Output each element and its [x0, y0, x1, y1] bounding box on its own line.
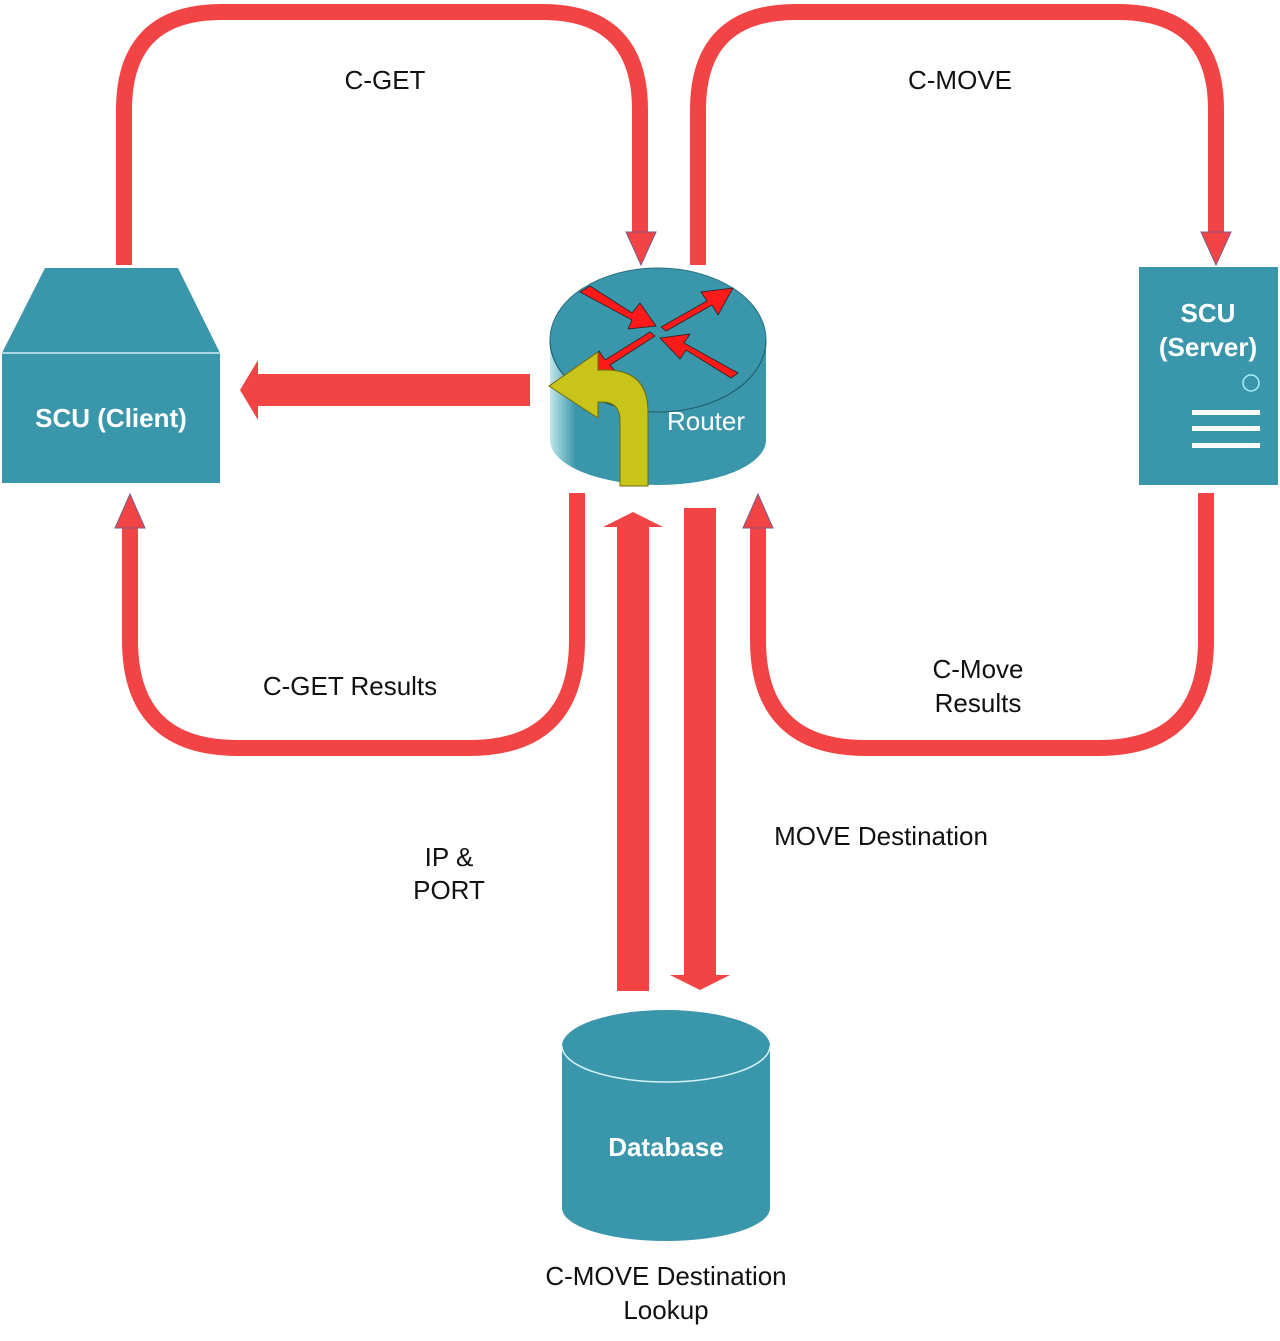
router-arrow-out-topright	[660, 287, 734, 332]
database-node[interactable]: Database	[561, 1010, 771, 1241]
c-move-flow-arrow	[690, 4, 1232, 267]
c-move-results-label-line2: Results	[935, 688, 1022, 718]
server-label-line1: SCU	[1181, 298, 1236, 328]
server-vent-lines-icon	[1192, 410, 1260, 448]
database-label: Database	[608, 1132, 724, 1162]
c-get-flow-arrow	[116, 4, 657, 267]
router-arrow-in-topleft	[579, 285, 657, 330]
database-caption-line1: C-MOVE Destination	[545, 1261, 786, 1291]
router-arrow-in-bottomright	[659, 333, 739, 379]
ip-port-flow-arrow	[603, 512, 663, 991]
ip-port-label-line2: PORT	[413, 875, 485, 905]
server-label-line2: (Server)	[1159, 332, 1257, 362]
c-get-results-flow-arrow	[114, 492, 585, 756]
c-move-label: C-MOVE	[908, 65, 1012, 95]
turn-arrow-icon	[548, 351, 649, 487]
client-node[interactable]: SCU (Client)	[2, 268, 220, 483]
router-to-client-arrow	[240, 360, 530, 420]
database-icon	[561, 1010, 771, 1241]
client-label: SCU (Client)	[35, 403, 187, 433]
move-destination-label: MOVE Destination	[774, 821, 988, 851]
c-move-results-label-line1: C-Move	[932, 654, 1023, 684]
router-label: Router	[667, 406, 745, 436]
router-node[interactable]: Router	[548, 267, 767, 487]
ip-port-label-line1: IP &	[425, 842, 474, 872]
move-destination-flow-arrow	[670, 508, 730, 990]
c-get-results-label: C-GET Results	[263, 671, 437, 701]
c-move-results-flow-arrow	[742, 492, 1214, 756]
workstation-icon	[2, 268, 220, 483]
router-icon	[548, 267, 767, 487]
c-get-label: C-GET	[345, 65, 426, 95]
server-power-led-icon	[1242, 374, 1260, 392]
server-node[interactable]: SCU (Server)	[1139, 267, 1278, 485]
database-caption-line2: Lookup	[623, 1295, 708, 1325]
